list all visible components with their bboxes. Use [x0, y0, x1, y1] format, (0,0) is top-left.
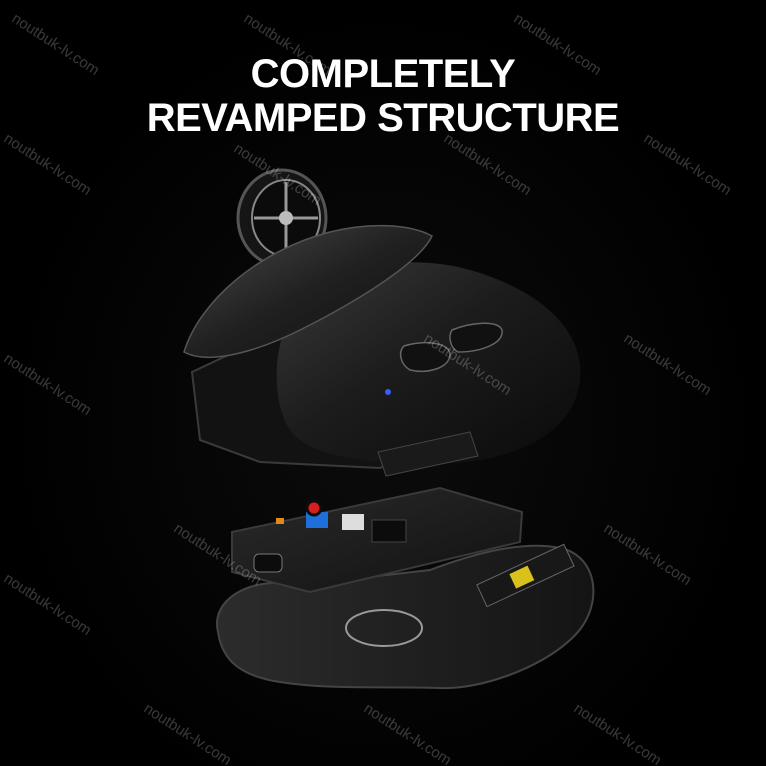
headline: COMPLETELY REVAMPED STRUCTURE: [0, 52, 766, 140]
main-pcb: [231, 486, 524, 594]
mouse-top-cover: [183, 224, 433, 359]
battery-pack: [476, 543, 575, 608]
side-button-back: [399, 341, 451, 372]
side-button-front: [449, 322, 503, 353]
scroll-wheel: [236, 168, 328, 268]
headline-line-2: REVAMPED STRUCTURE: [146, 96, 620, 140]
status-led: [385, 389, 391, 395]
headline-line-1: COMPLETELY: [250, 52, 516, 96]
switch-board: [377, 431, 479, 477]
light-pipe: [345, 609, 423, 647]
